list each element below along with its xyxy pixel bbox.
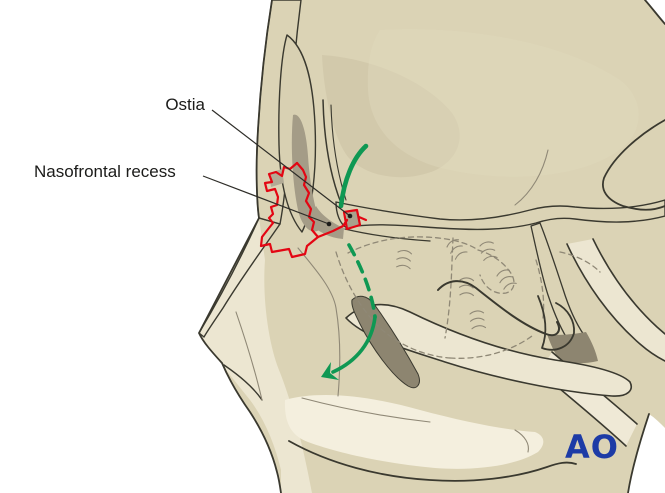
ao-logo: AO bbox=[565, 428, 619, 466]
label-nasofrontal-recess: Nasofrontal recess bbox=[34, 162, 176, 181]
anterior-skull-base bbox=[335, 199, 665, 364]
curved-green-arrow bbox=[338, 143, 369, 209]
hidden-structures-dashed bbox=[335, 236, 601, 359]
ostia-leader-line bbox=[211, 109, 351, 217]
nasofrontal-leader-dot bbox=[326, 221, 332, 227]
dashed-green-drainage-arrow bbox=[321, 243, 377, 380]
leader-lines bbox=[202, 109, 353, 227]
nasal-cavity-structures bbox=[223, 295, 632, 482]
nasofrontal-duct-red-outline bbox=[259, 161, 368, 259]
ostia-leader-dot bbox=[347, 213, 353, 219]
nasofrontal-leader-line bbox=[202, 175, 330, 225]
label-ostia: Ostia bbox=[165, 95, 205, 114]
